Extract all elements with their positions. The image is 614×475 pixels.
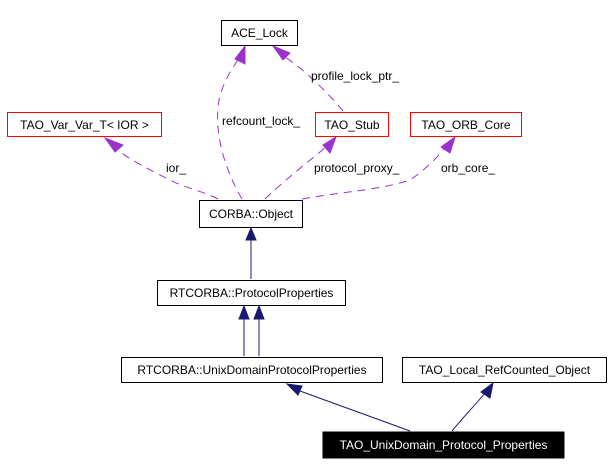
edge-unixdomainprotocolproperties-to-protocolproperties-2 (253, 304, 265, 356)
edge-label-protocol-proxy: protocol_proxy_ (314, 161, 400, 175)
arrowhead (103, 136, 124, 153)
edge-label-orb-core: orb_core_ (441, 161, 495, 175)
arrowhead (271, 44, 291, 61)
arrowhead (234, 44, 246, 65)
edge-protocolproperties-to-object (245, 226, 257, 279)
node-box (402, 357, 607, 383)
edge-orb-core: orb_core_ (301, 135, 495, 200)
node-label: RTCORBA::ProtocolProperties (170, 286, 334, 300)
arrowhead (322, 135, 337, 154)
node-box (315, 112, 389, 137)
edge-label-ior: ior_ (166, 161, 186, 175)
edge-line (117, 149, 219, 200)
node-rtcorba-protocol-properties[interactable]: RTCORBA::ProtocolProperties (157, 280, 346, 306)
node-box (410, 112, 522, 137)
edge-refcount-lock: refcount_lock_ (217, 44, 300, 200)
node-label: ACE_Lock (231, 26, 289, 40)
node-label: TAO_UnixDomain_Protocol_Properties (340, 438, 548, 452)
arrowhead (480, 381, 494, 399)
node-ace-lock[interactable]: ACE_Lock (221, 20, 298, 46)
arrowhead (440, 135, 456, 154)
node-box (121, 357, 383, 383)
edge-label-refcount-lock: refcount_lock_ (222, 114, 300, 128)
node-tao-orb-core[interactable]: TAO_ORB_Core (410, 112, 522, 137)
node-box (199, 200, 303, 228)
arrowhead (238, 304, 250, 320)
node-tao-var-var-t[interactable]: TAO_Var_Var_T< IOR > (7, 112, 162, 137)
arrowhead (253, 304, 265, 320)
edge-line (217, 59, 243, 200)
edge-line (299, 390, 411, 432)
edge-tao-unixdomain-to-local-refcounted (451, 381, 494, 432)
edge-ior: ior_ (103, 136, 219, 200)
node-label: TAO_Local_RefCounted_Object (419, 363, 591, 377)
edge-tao-unixdomain-to-rtcorba-unixdomain (285, 383, 411, 432)
node-label: RTCORBA::UnixDomainProtocolProperties (137, 363, 366, 377)
edge-unixdomainprotocolproperties-to-protocolproperties-1 (238, 304, 250, 356)
node-rtcorba-unixdomain-protocol-properties[interactable]: RTCORBA::UnixDomainProtocolProperties (121, 357, 383, 383)
node-tao-stub[interactable]: TAO_Stub (315, 112, 389, 137)
node-box (7, 112, 162, 137)
edge-profile-lock-ptr: profile_lock_ptr_ (271, 44, 399, 112)
edge-protocol-proxy: protocol_proxy_ (264, 135, 400, 200)
edge-line (301, 146, 446, 200)
edge-line (451, 392, 486, 432)
node-label: TAO_Stub (324, 118, 379, 132)
node-box (157, 280, 346, 306)
node-label: TAO_Var_Var_T< IOR > (20, 118, 149, 132)
arrowhead (285, 383, 303, 396)
edge-line (284, 56, 344, 112)
node-tao-unixdomain-protocol-properties[interactable]: TAO_UnixDomain_Protocol_Properties (322, 431, 565, 459)
node-label: CORBA::Object (209, 207, 294, 221)
node-box (221, 20, 298, 46)
arrowhead (245, 226, 257, 241)
edge-line (264, 147, 326, 200)
edge-label-profile-lock-ptr: profile_lock_ptr_ (311, 69, 399, 83)
node-label: TAO_ORB_Core (421, 118, 510, 132)
node-corba-object[interactable]: CORBA::Object (199, 200, 303, 228)
node-box (322, 431, 565, 459)
node-tao-local-refcounted-object[interactable]: TAO_Local_RefCounted_Object (402, 357, 607, 383)
